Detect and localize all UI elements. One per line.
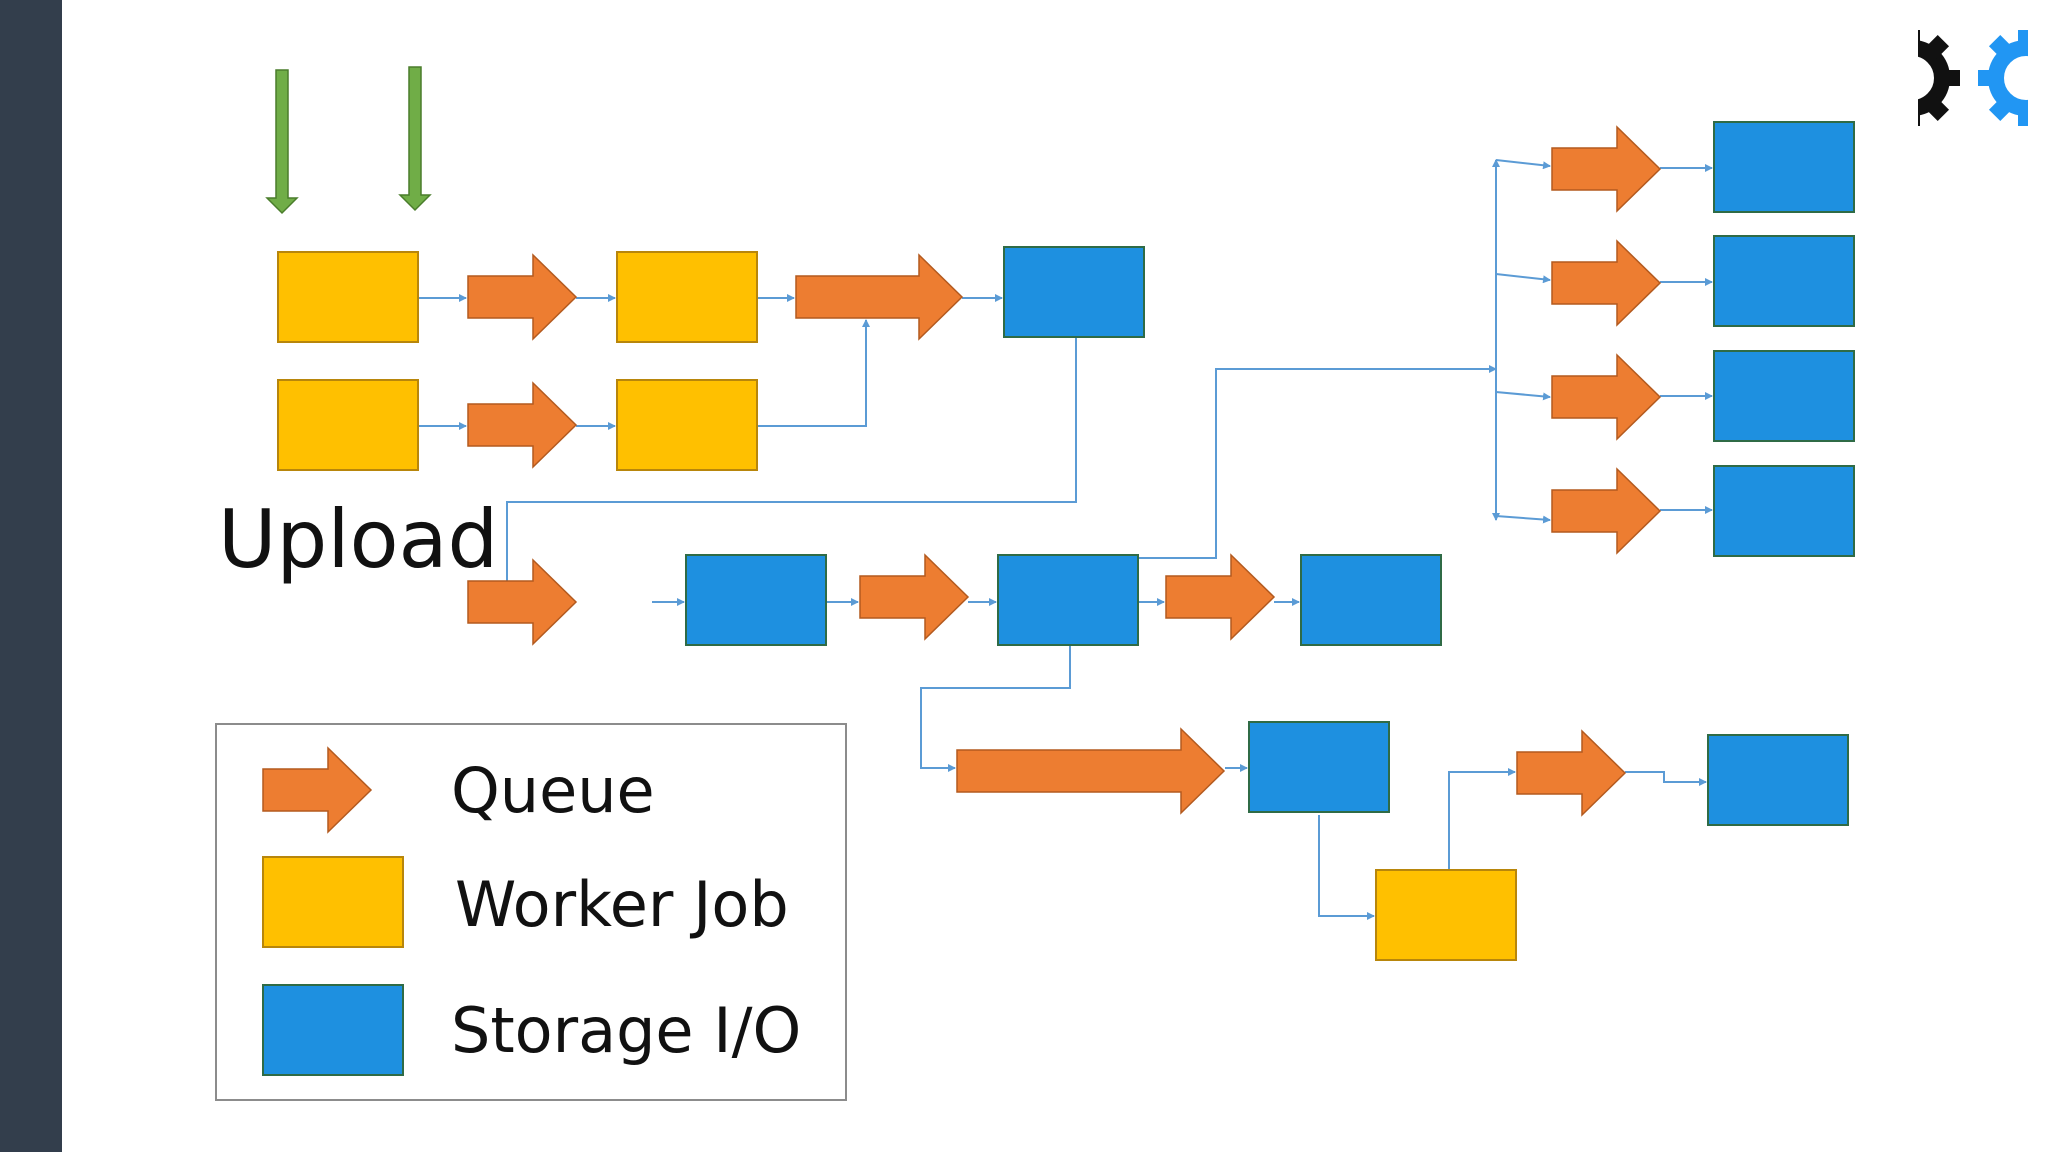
- gear-logo-icon: [1918, 30, 2028, 126]
- connector-line: [920, 640, 1071, 772]
- legend-storage-label: Storage I/O: [451, 994, 802, 1067]
- connector-line: [1495, 159, 1551, 170]
- queue-arrow: [467, 558, 578, 646]
- input-arrow: [265, 69, 299, 215]
- queue-arrow: [1165, 553, 1276, 641]
- legend-queue-label: Queue: [451, 754, 655, 827]
- queue-arrows: [262, 125, 1662, 834]
- queue-arrow: [1551, 239, 1662, 327]
- queue-arrow: [1551, 125, 1662, 213]
- worker-job-box: [1375, 869, 1517, 961]
- input-arrows: [265, 66, 432, 215]
- connector-line: [1495, 391, 1551, 401]
- side-bar: [0, 0, 62, 1152]
- storage-io-box: [1707, 734, 1849, 826]
- connector-line: [757, 319, 870, 427]
- connector-line: [1495, 273, 1551, 284]
- storage-io-box: [997, 554, 1139, 646]
- upload-title: Upload: [218, 493, 499, 586]
- connector-line: [1136, 365, 1497, 559]
- storage-io-box: [685, 554, 827, 646]
- worker-job-box: [277, 379, 419, 471]
- queue-arrow: [795, 253, 964, 341]
- storage-io-box: [262, 984, 404, 1076]
- worker-job-box: [616, 251, 758, 343]
- queue-arrow: [262, 746, 373, 834]
- storage-io-box: [1248, 721, 1390, 813]
- queue-arrow: [467, 253, 578, 341]
- storage-io-box: [1713, 121, 1855, 213]
- storage-io-boxes: [262, 121, 1855, 1076]
- storage-io-box: [1713, 465, 1855, 557]
- queue-arrow: [1551, 353, 1662, 441]
- worker-job-box: [616, 379, 758, 471]
- storage-io-box: [1713, 350, 1855, 442]
- storage-io-box: [1300, 554, 1442, 646]
- queue-arrow: [1551, 467, 1662, 555]
- connector-lines: [418, 159, 1713, 920]
- legend-worker-label: Worker Job: [455, 868, 789, 941]
- connector-line: [1495, 515, 1551, 524]
- connector-line: [1625, 771, 1707, 786]
- storage-io-box: [1003, 246, 1145, 338]
- queue-arrow: [467, 381, 578, 469]
- legend-box: [215, 723, 847, 1101]
- worker-job-box: [277, 251, 419, 343]
- connector-line: [1318, 815, 1375, 920]
- queue-arrow: [1516, 729, 1627, 817]
- connector-line: [1448, 768, 1516, 870]
- storage-io-box: [1713, 235, 1855, 327]
- worker-job-box: [262, 856, 404, 948]
- input-arrow: [398, 66, 432, 212]
- queue-arrow: [859, 553, 970, 641]
- queue-arrow: [956, 727, 1226, 815]
- worker-job-boxes: [262, 251, 1517, 961]
